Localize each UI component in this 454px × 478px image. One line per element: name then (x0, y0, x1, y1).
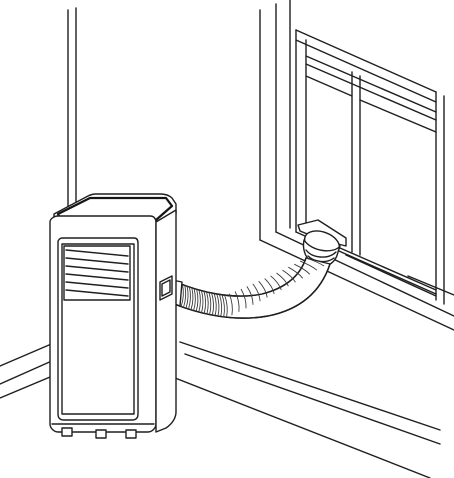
exhaust-hose (170, 258, 330, 318)
portable-air-conditioner (50, 194, 176, 438)
window (260, 0, 454, 330)
